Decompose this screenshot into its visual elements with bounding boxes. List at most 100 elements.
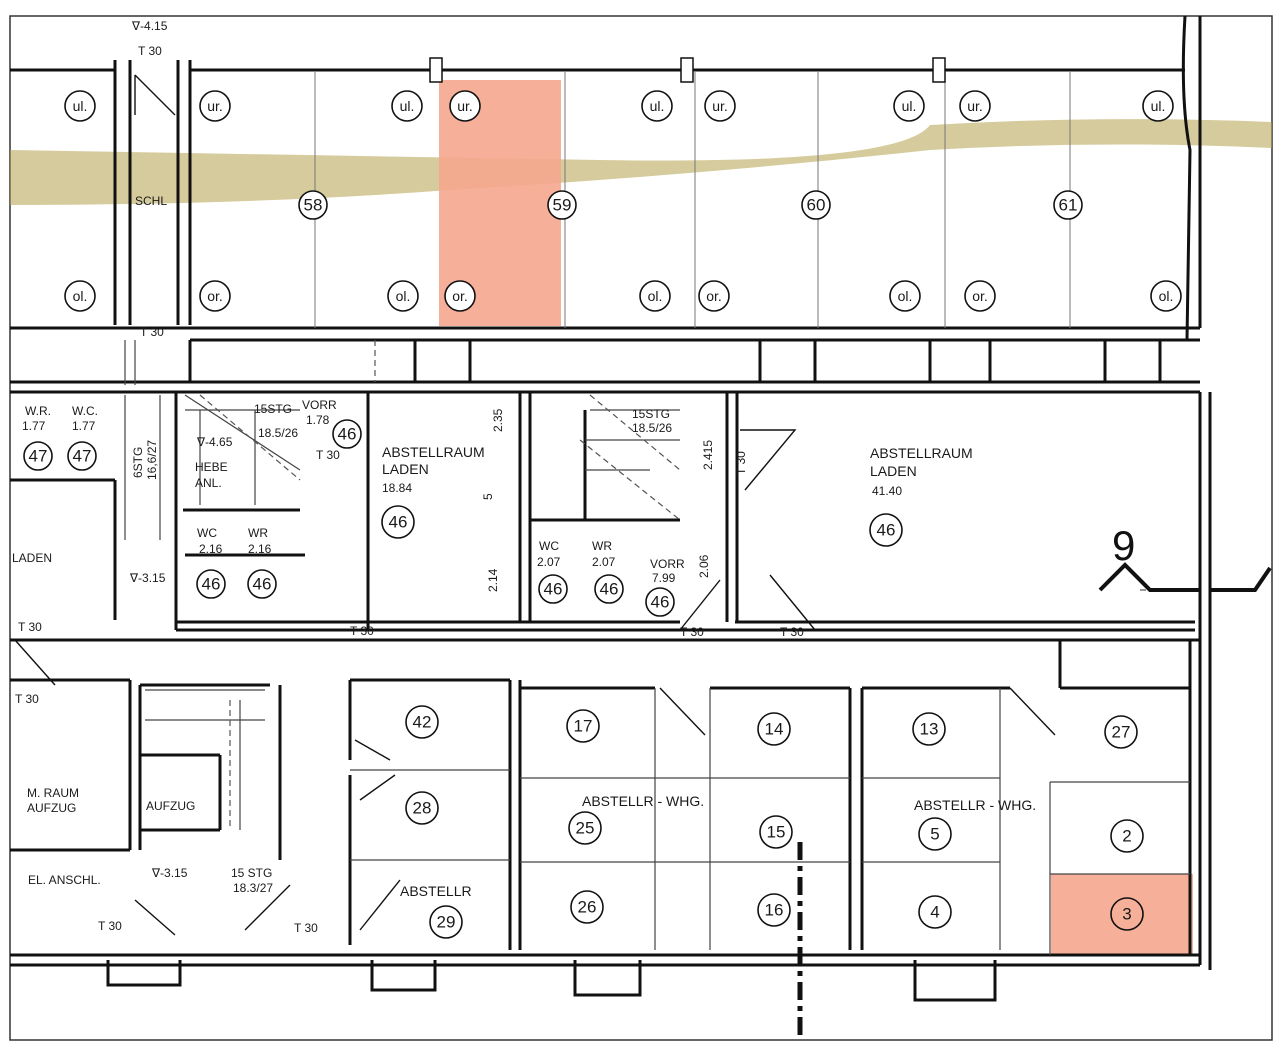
lager2-name2: LADEN [870,463,917,479]
wc2-num: 46 [202,575,221,594]
vorr2-area: 7.99 [652,571,676,585]
storage-cell-13: 13 [920,720,939,739]
storage-cell-2: 2 [1122,827,1131,846]
storage-cell-16: 16 [765,901,784,920]
wr3-name: WR [592,539,612,553]
t30-bottom-b: T 30 [294,921,318,935]
wheel-marker-circle [1142,90,1174,122]
wheel-marker-circle [889,280,921,312]
wheel-marker: or. [452,288,468,304]
storage-cell-26: 26 [578,898,597,917]
wheel-marker-circle [704,90,736,122]
t30-left-a: T 30 [18,620,42,634]
wheel-marker-circle [444,280,476,312]
storage-cell-27: 27 [1112,723,1131,742]
wr1-num: 47 [29,447,48,466]
storage-cell-4: 4 [930,903,939,922]
wr1-area: 1.77 [22,419,46,433]
bay-60-circle [801,190,831,220]
storage-cell-circle [759,815,793,849]
wc1-num: 47 [73,447,92,466]
highlight-3 [1051,874,1193,956]
wc3-name: WC [539,539,559,553]
storage-cell-5: 5 [930,825,939,844]
wheel-marker: ol. [1159,288,1174,304]
parking-numbers: 58 59 60 61 [298,190,1083,220]
schl-label: SCHL [135,194,167,208]
storage-cell-circle [429,905,463,939]
lager2-circle [869,513,903,547]
wheel-marker-circle [1150,280,1182,312]
wheel-marker-circle [959,90,991,122]
vorr1-circle [332,419,362,449]
wheel-marker: ol. [648,288,663,304]
wheel-marker: or. [706,288,722,304]
abstellr-whg2-label: ABSTELLR - WHG. [914,797,1036,813]
wheel-marker-circle [199,90,231,122]
wheel-marker-circle [387,280,419,312]
level-mid-left: ∇-3.15 [129,571,166,585]
wheel-marker: or. [207,288,223,304]
hebe-level: ∇-4.65 [196,435,233,449]
lager2-name1: ABSTELLRAUM [870,445,973,461]
wc2-circle [196,569,226,599]
vorr1-num: 46 [338,425,357,444]
wheel-marker-circle [639,280,671,312]
storage-cell-circle [918,895,952,929]
wr2-num: 46 [253,575,272,594]
storage-cell-circle [1110,897,1144,931]
walls [10,15,1212,1002]
bay-61: 61 [1059,196,1078,215]
t30-lager1: T 30 [350,624,374,638]
storage-cell-circle [568,811,602,845]
bay-59: 59 [553,196,572,215]
wr1-circle [23,441,53,471]
lager1-circle [381,505,415,539]
wheel-marker-circle [391,90,423,122]
t30-vorr1: T 30 [316,448,340,462]
wc1-name: W.C. [72,404,98,418]
wr2-name: WR [248,526,268,540]
wr1-name: W.R. [25,404,51,418]
stair3-dims: 18.3/27 [233,881,273,895]
dim-a-2: 2.14 [486,568,500,592]
t30-vorr2: T 30 [680,625,704,639]
stair1-stg: 15STG [254,402,292,416]
wc3-circle [538,574,568,604]
wheel-marker-circle [964,280,996,312]
posts [429,57,946,83]
dim-a-3: 5 [481,493,495,500]
wheel-marker: ul. [902,98,917,114]
wheel-marker: ur. [967,98,983,114]
bay-61-circle [1053,190,1083,220]
vorr2-num: 46 [651,593,670,612]
wc1-area: 1.77 [72,419,96,433]
laden-left: LADEN [12,551,52,565]
wheel-marker-circle [893,90,925,122]
storage-cell-14: 14 [765,720,784,739]
wheel-marker-circle [641,90,673,122]
lager1-area: 18.84 [382,481,412,495]
partitions [124,340,1190,955]
vorr1-name: VORR [302,398,337,412]
storage-cell-15: 15 [767,823,786,842]
vorr2-name: VORR [650,557,685,571]
lager2-num: 46 [877,521,896,540]
storage-cell-circle [757,893,791,927]
wheel-marker: ul. [650,98,665,114]
stair3-stg: 15 STG [231,866,272,880]
dim-b-1: 2.415 [701,440,715,470]
wc1-circle [67,441,97,471]
abstellr-label: ABSTELLR [400,883,472,899]
wc3-num: 46 [544,580,563,599]
wr2-area: 2.16 [248,542,272,556]
wheel-marker-circle [698,280,730,312]
mraum-line2: AUFZUG [27,801,76,815]
lager1-name2: LADEN [382,461,429,477]
lager1-name1: ABSTELLRAUM [382,444,485,460]
storage-cell-29: 29 [437,913,456,932]
wr2-circle [247,569,277,599]
wheel-marker: ol. [396,288,411,304]
wc3-area: 2.07 [537,555,561,569]
